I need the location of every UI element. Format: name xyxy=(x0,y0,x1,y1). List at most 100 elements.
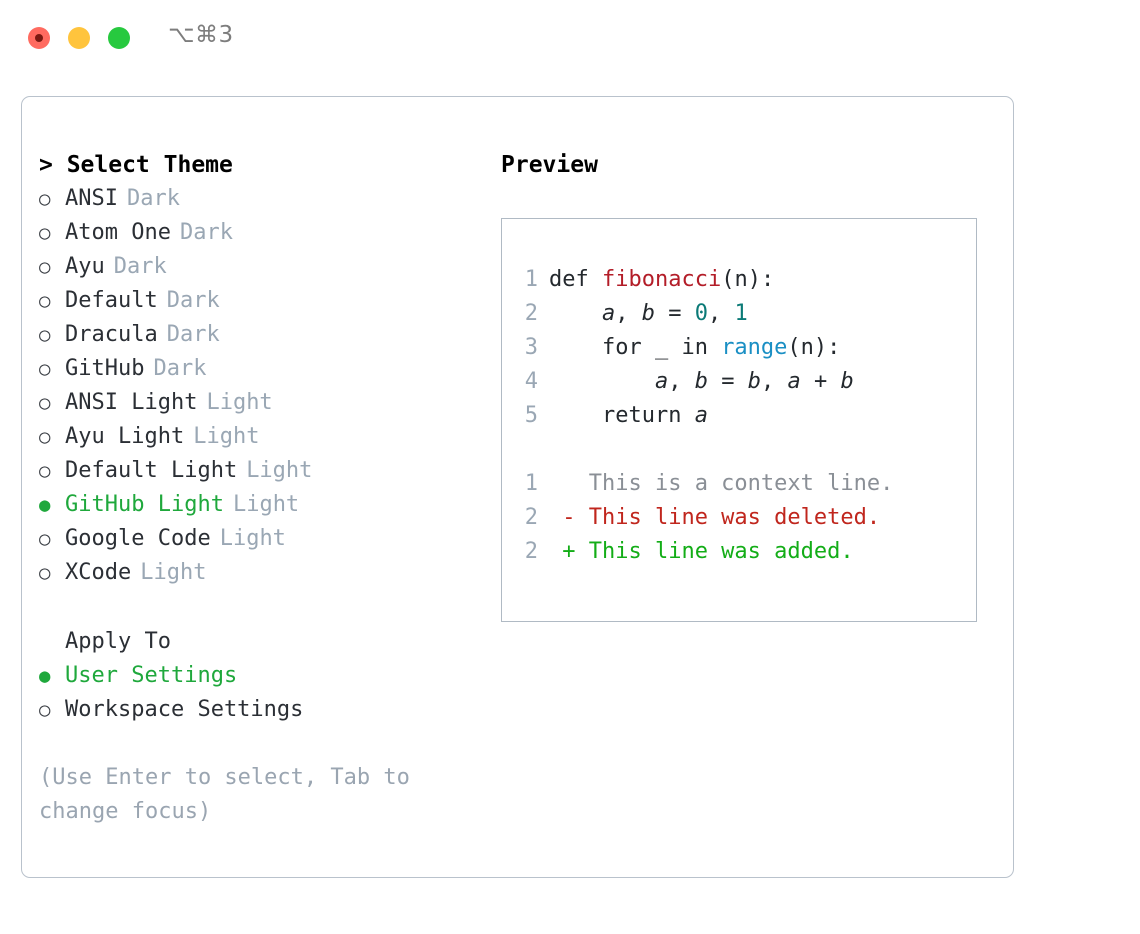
radio-unselected-icon: ○ xyxy=(39,256,51,278)
code-token-plain: (n): xyxy=(787,335,841,360)
code-token-plain: , xyxy=(615,301,642,326)
radio-selected-icon: ● xyxy=(39,494,51,516)
radio-unselected-icon: ○ xyxy=(39,358,51,380)
line-number: 4 xyxy=(524,369,538,394)
code-token-plain xyxy=(549,369,655,394)
apply-to-option-workspace-settings[interactable]: ○ Workspace Settings xyxy=(39,693,479,727)
code-line: 2 a, b = 0, 1 xyxy=(516,297,893,331)
radio-unselected-icon: ○ xyxy=(39,392,51,414)
code-token-plain: (n): xyxy=(721,267,775,292)
code-token-del: - This line was deleted. xyxy=(549,505,881,530)
apply-to-option-label: User Settings xyxy=(65,663,238,688)
code-token-plain: , xyxy=(707,301,735,326)
theme-item-label: GitHub Light xyxy=(65,492,224,517)
title-bar: ⌥⌘3 xyxy=(0,0,1140,76)
theme-item-kind-badge: Light xyxy=(232,492,300,517)
radio-unselected-icon: ○ xyxy=(39,188,51,210)
code-token-var: b xyxy=(747,369,761,394)
code-line: 4 a, b = b, a + b xyxy=(516,365,893,399)
line-number: 3 xyxy=(524,335,538,360)
code-token-var: a xyxy=(694,403,708,428)
section-gap xyxy=(39,590,479,625)
apply-to-header: Apply To xyxy=(65,629,171,654)
code-token-var: b xyxy=(641,301,655,326)
theme-item-label: ANSI Light xyxy=(65,390,198,415)
theme-item-label: XCode xyxy=(65,560,132,585)
keyboard-shortcut-label: ⌥⌘3 xyxy=(168,22,234,48)
theme-item-kind-badge: Dark xyxy=(179,220,233,245)
code-token-plain: return xyxy=(549,403,695,428)
line-number: 1 xyxy=(524,267,538,292)
radio-unselected-icon: ○ xyxy=(39,324,51,346)
radio-unselected-icon: ○ xyxy=(39,562,51,584)
code-token-plain xyxy=(549,301,602,326)
code-token-call: range xyxy=(721,335,788,360)
code-line: 2 + This line was added. xyxy=(516,535,893,569)
theme-item-label: Google Code xyxy=(65,526,211,551)
apply-to-list[interactable]: ●User Settings ○ Workspace Settings xyxy=(39,659,479,727)
theme-item-kind-badge: Dark xyxy=(166,322,220,347)
close-button[interactable] xyxy=(28,27,50,49)
theme-item-ansi[interactable]: ○ ANSI Dark xyxy=(39,182,479,216)
theme-item-kind-badge: Light xyxy=(206,390,273,415)
apply-to-option-label: Workspace Settings xyxy=(65,697,304,722)
code-line: 1 This is a context line. xyxy=(516,467,894,501)
code-token-plain: , xyxy=(668,369,695,394)
preview-header: Preview xyxy=(501,152,598,178)
code-token-ctx: This is a context line. xyxy=(549,471,894,496)
line-number: 1 xyxy=(524,471,538,496)
code-line: 3 for _ in range(n): xyxy=(516,331,893,365)
code-token-add: + This line was added. xyxy=(549,539,854,564)
theme-item-label: GitHub xyxy=(65,356,145,381)
theme-item-label: Ayu Light xyxy=(65,424,185,449)
minimize-button[interactable] xyxy=(68,27,90,49)
line-number: 2 xyxy=(524,539,538,564)
code-token-var: a xyxy=(654,369,669,394)
code-token-var: a xyxy=(787,369,801,394)
theme-item-label: Atom One xyxy=(65,220,171,245)
theme-item-label: Default xyxy=(65,288,158,313)
code-token-var: b xyxy=(840,369,854,394)
code-token-num: 1 xyxy=(734,301,748,326)
theme-item-kind-badge: Dark xyxy=(153,356,207,381)
traffic-lights xyxy=(28,27,130,49)
code-token-plain: for _ in xyxy=(549,335,722,360)
radio-unselected-icon: ○ xyxy=(39,460,51,482)
theme-item-kind-badge: Dark xyxy=(126,186,180,211)
theme-item-label: ANSI xyxy=(65,186,118,211)
code-line: 2 - This line was deleted. xyxy=(516,501,893,535)
theme-item-kind-badge: Light xyxy=(246,458,313,483)
zoom-button[interactable] xyxy=(108,27,130,49)
theme-item-label: Default Light xyxy=(65,458,238,483)
radio-unselected-icon: ○ xyxy=(39,699,51,721)
theme-item-github[interactable]: ○ GitHub Dark xyxy=(39,352,479,386)
code-token-plain: = xyxy=(707,369,748,394)
keyboard-hint-text: (Use Enter to select, Tab to change focu… xyxy=(39,765,424,824)
line-number: 2 xyxy=(524,505,538,530)
code-token-num: 0 xyxy=(694,301,708,326)
code-token-var: a xyxy=(601,301,616,326)
code-token-kw: def xyxy=(549,267,602,292)
theme-item-label: Ayu xyxy=(65,254,105,279)
theme-item-kind-badge: Light xyxy=(219,526,286,551)
theme-item-github-light[interactable]: ● GitHub Light Light xyxy=(39,488,479,522)
theme-item-default-light[interactable]: ○ Default Light Light xyxy=(39,454,479,488)
code-token-plain: , xyxy=(760,369,788,394)
apply-to-option-user-settings[interactable]: ●User Settings xyxy=(39,659,479,693)
theme-item-ansi-light[interactable]: ○ ANSI Light Light xyxy=(39,386,479,420)
select-theme-header: > Select Theme xyxy=(39,152,233,178)
radio-unselected-icon: ○ xyxy=(39,290,51,312)
